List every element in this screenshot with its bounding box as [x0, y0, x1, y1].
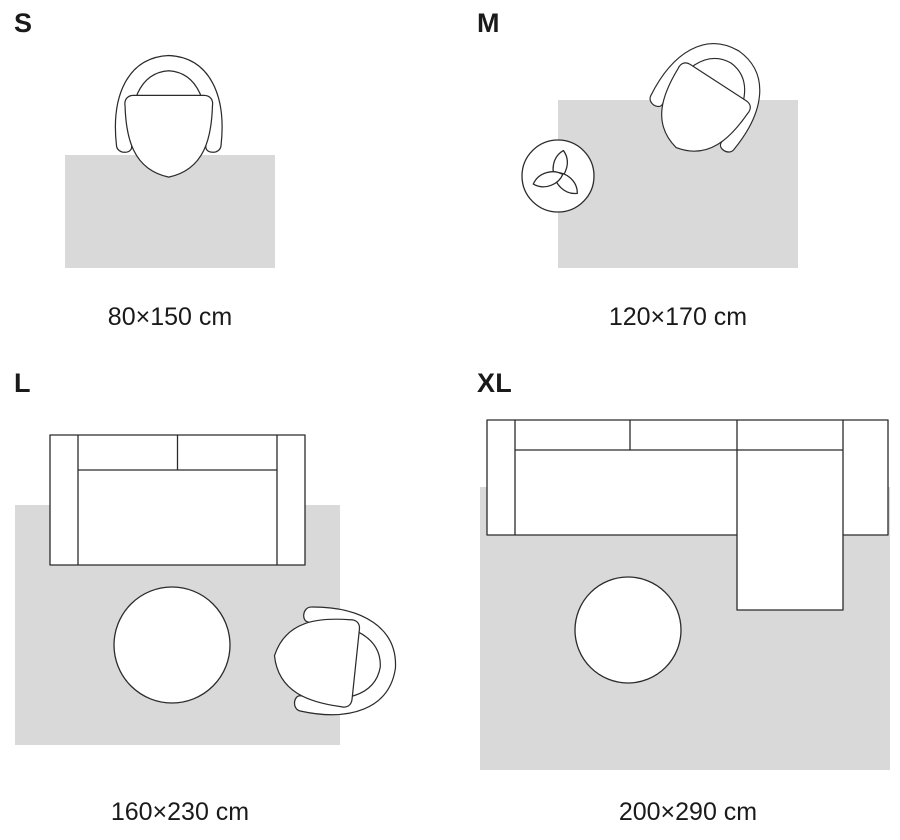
diagram-m [521, 22, 798, 268]
size-label-l: L [14, 368, 31, 398]
diagram-s [65, 54, 275, 268]
panel-l: L 160×230 cm [0, 360, 450, 840]
panel-xl: XL 200×290 cm [450, 360, 900, 840]
size-label-m: M [477, 8, 500, 38]
corner-sofa-body [486, 419, 889, 611]
plant-icon [521, 139, 595, 213]
round-coffee-table-icon [574, 576, 682, 684]
size-caption-s: 80×150 cm [107, 303, 233, 331]
round-coffee-table-icon [113, 586, 231, 704]
size-caption-l: 160×230 cm [110, 798, 250, 826]
size-label-s: S [14, 8, 33, 38]
diagram-xl [480, 419, 890, 770]
diagram-l [15, 434, 402, 745]
panel-s: S 80×150 cm [0, 0, 450, 360]
corner-sofa-icon [486, 419, 889, 611]
size-label-xl: XL [477, 368, 513, 398]
panel-m: M 120×170 cm [450, 0, 900, 360]
sofa-icon [49, 434, 306, 566]
size-caption-xl: 200×290 cm [618, 798, 758, 826]
size-caption-m: 120×170 cm [608, 303, 748, 331]
